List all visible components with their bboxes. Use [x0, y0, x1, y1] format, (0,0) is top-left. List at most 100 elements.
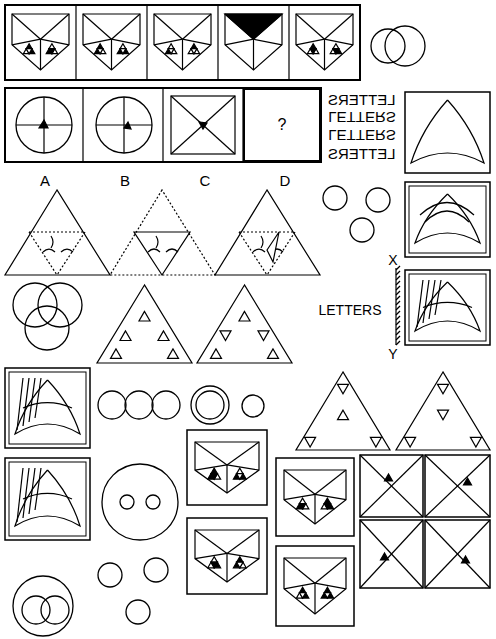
figure-stroke	[35, 378, 41, 418]
figure-stroke	[39, 120, 48, 128]
figure-stroke	[29, 232, 57, 275]
figure-stroke	[211, 468, 217, 474]
mirrored-word: LETTERS	[328, 146, 396, 161]
figure-stroke	[97, 285, 192, 363]
figure-stroke	[110, 190, 215, 275]
figure-stroke	[350, 218, 374, 242]
figure-stroke	[315, 558, 346, 583]
option-letter: C	[200, 173, 211, 188]
figure-stroke	[102, 464, 178, 540]
figure-stroke	[61, 249, 73, 252]
figure-stroke	[120, 44, 126, 49]
figure-stroke	[225, 39, 254, 45]
figure-stroke	[195, 530, 227, 553]
figure-stroke	[396, 271, 400, 275]
figure-stroke	[396, 306, 400, 310]
figure-stroke	[38, 283, 82, 327]
figure-stroke	[9, 372, 86, 444]
figure-stroke	[239, 231, 295, 232]
figure-stroke	[195, 442, 227, 465]
figure-stroke	[396, 296, 400, 300]
figure-stroke	[315, 583, 346, 589]
figure-stroke	[284, 558, 346, 614]
figure-stroke	[415, 194, 480, 243]
figure-stroke	[338, 384, 349, 394]
figure-stroke	[300, 498, 306, 503]
figure-stroke	[191, 386, 229, 424]
figure-stroke	[146, 5, 147, 80]
figure-stroke	[13, 283, 57, 327]
figure-stroke	[296, 372, 390, 450]
figure-stroke	[17, 468, 23, 522]
figure-stroke	[425, 455, 490, 517]
figure-stroke	[220, 331, 231, 341]
figure-stroke	[227, 553, 259, 558]
figure-stroke	[396, 326, 400, 330]
figure-stroke	[360, 520, 423, 588]
figure-stroke	[43, 249, 55, 252]
figure-stroke	[148, 249, 160, 252]
figure-stroke	[195, 442, 259, 493]
figure-stroke	[168, 349, 179, 359]
figure-stroke	[195, 530, 259, 582]
figure-stroke	[29, 468, 35, 514]
figure-stroke	[405, 182, 490, 257]
figure-stroke	[98, 563, 122, 587]
figure-stroke	[253, 249, 265, 252]
figure-stroke	[429, 280, 435, 319]
figure-stroke	[126, 600, 150, 624]
figure-stroke	[35, 468, 41, 510]
figure-stroke	[237, 557, 243, 563]
figure-stroke	[396, 291, 400, 295]
figure-stroke	[12, 14, 41, 39]
figure-stroke	[276, 546, 354, 626]
figure-stroke	[29, 378, 35, 422]
figure-stroke	[360, 520, 423, 588]
figure-stroke	[267, 232, 295, 275]
figure-stroke	[324, 504, 330, 509]
figure-stroke	[17, 378, 23, 430]
figure-stroke	[144, 558, 168, 582]
figure-stroke	[268, 349, 279, 359]
figure-stroke	[111, 39, 112, 70]
figure-stroke	[26, 49, 32, 54]
figure-stroke	[242, 395, 264, 417]
figure-stroke	[360, 455, 423, 517]
figure-stroke	[191, 49, 197, 54]
figure-stroke	[82, 88, 83, 162]
figure-stroke	[258, 331, 269, 341]
figure-stroke	[187, 430, 267, 505]
figure-stroke	[366, 188, 390, 212]
figure-stroke	[120, 49, 126, 54]
figure-stroke	[111, 349, 122, 359]
figure-stroke	[276, 458, 354, 536]
figure-stroke	[315, 470, 346, 494]
figure-stroke	[83, 14, 112, 39]
figure-stroke	[409, 274, 486, 341]
figure-stroke	[146, 495, 160, 509]
figure-stroke	[415, 282, 480, 331]
figure-stroke	[124, 122, 131, 129]
figure-stroke	[123, 97, 124, 153]
figure-stroke	[5, 368, 90, 448]
figure-stroke	[49, 49, 55, 54]
figure-stroke	[423, 280, 429, 323]
figure-stroke	[385, 474, 393, 481]
option-letter: D	[280, 173, 291, 188]
figure-stroke	[23, 493, 72, 499]
figure-stroke	[225, 14, 254, 39]
figure-stroke	[226, 465, 227, 493]
figure-stroke	[284, 494, 315, 499]
figure-stroke	[333, 49, 339, 54]
figure-stroke	[324, 39, 325, 70]
figure-stroke	[215, 190, 320, 275]
figure-stroke	[57, 232, 85, 275]
figure-stroke	[371, 29, 405, 63]
figure-stroke	[253, 39, 254, 70]
figure-stroke	[324, 587, 330, 592]
figure-stroke	[360, 520, 423, 588]
figure-stroke	[196, 391, 224, 419]
figure-stroke	[314, 494, 315, 524]
figure-stroke	[239, 311, 250, 321]
figure-stroke	[15, 470, 80, 526]
